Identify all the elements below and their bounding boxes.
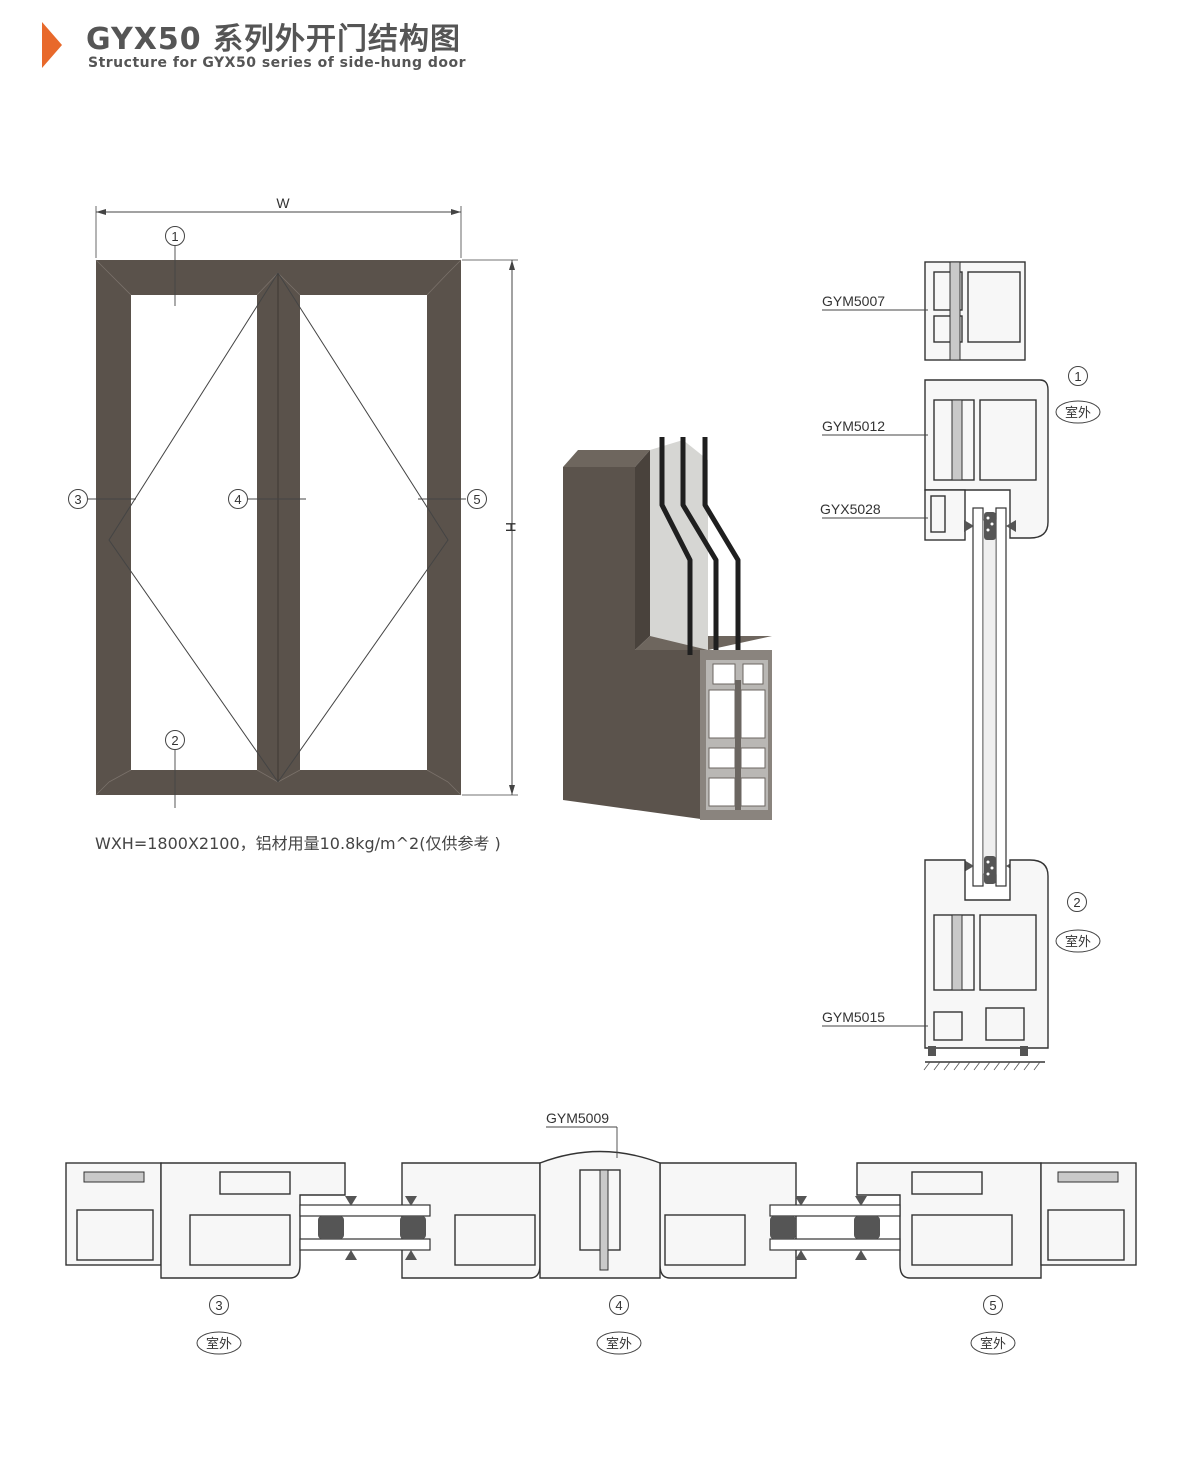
height-label: H: [503, 522, 519, 532]
label-gyx5028: GYX5028: [820, 501, 881, 517]
dimension-caption: WXH=1800X2100，铝材用量10.8kg/m^2(仅供参考 ): [95, 834, 501, 853]
hsection-callout-5: 5: [989, 1298, 996, 1313]
page-subtitle: Structure for GYX50 series of side-hung …: [88, 55, 467, 71]
vertical-section: GYM5007 GYM5012 GYX5028 GYM5015 1 2 室外 室…: [820, 261, 1101, 1071]
hsection-outdoor-5: 室外: [980, 1336, 1006, 1351]
hsection-outdoor-4: 室外: [606, 1336, 632, 1351]
callout-5: 5: [473, 492, 480, 507]
callout-2: 2: [171, 733, 178, 748]
profile-3d-sample: [563, 437, 772, 820]
label-gym5009: GYM5009: [546, 1110, 609, 1126]
door-elevation: W H: [68, 195, 519, 808]
label-gym5007: GYM5007: [822, 293, 885, 309]
vsection-callout-1: 1: [1074, 369, 1081, 384]
horizontal-section: GYM5009 3 4 5 室外 室外 室外: [65, 1110, 1137, 1355]
hsection-callout-4: 4: [615, 1298, 622, 1313]
vsection-callout-2: 2: [1073, 895, 1080, 910]
hsection-outdoor-3: 室外: [206, 1336, 232, 1351]
header-arrow-icon: [42, 22, 62, 68]
callout-4: 4: [234, 492, 241, 507]
hsection-callout-3: 3: [215, 1298, 222, 1313]
callout-1: 1: [171, 229, 178, 244]
label-gym5015: GYM5015: [822, 1009, 885, 1025]
vsection-outdoor-bottom: 室外: [1065, 934, 1091, 949]
vsection-outdoor-top: 室外: [1065, 405, 1091, 420]
page-title: GYX50 系列外开门结构图: [86, 22, 462, 57]
callout-3: 3: [74, 492, 81, 507]
width-label: W: [276, 195, 290, 211]
label-gym5012: GYM5012: [822, 418, 885, 434]
